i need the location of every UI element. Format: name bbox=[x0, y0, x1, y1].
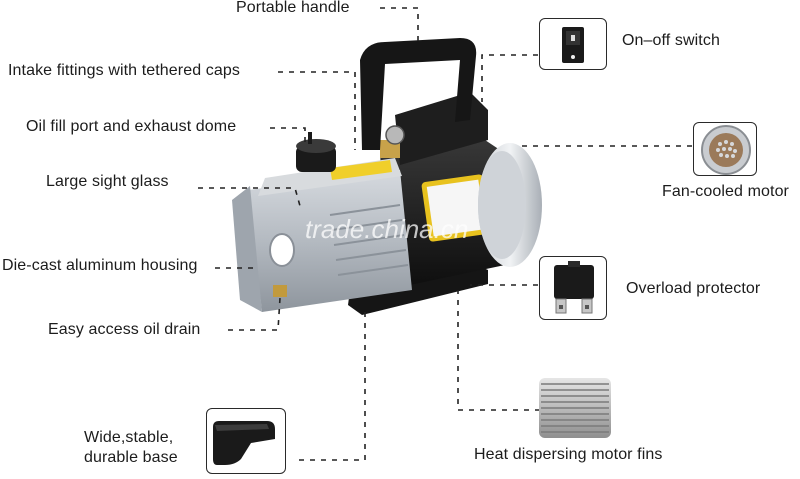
overload-thumbnail bbox=[539, 256, 607, 320]
rocker-switch-icon bbox=[562, 27, 584, 63]
label-housing: Die-cast aluminum housing bbox=[2, 257, 198, 274]
fan-grille-icon bbox=[701, 125, 751, 175]
label-oil-fill-port: Oil fill port and exhaust dome bbox=[26, 118, 237, 135]
label-overload: Overload protector bbox=[626, 280, 761, 297]
leader-oil-drain bbox=[228, 297, 281, 331]
label-base-line1: Wide,stable, bbox=[84, 429, 174, 446]
leader-fins bbox=[457, 290, 540, 411]
leader-sight-glass bbox=[198, 187, 301, 207]
overload-protector-icon bbox=[554, 261, 594, 314]
label-sight-glass: Large sight glass bbox=[46, 173, 169, 190]
motor-end-cap bbox=[478, 143, 542, 267]
fins-thumbnail bbox=[539, 378, 611, 438]
label-switch: On–off switch bbox=[622, 32, 720, 49]
motor-housing bbox=[380, 92, 505, 285]
label-intake-fittings: Intake fittings with tethered caps bbox=[8, 62, 240, 79]
fan-thumbnail bbox=[693, 122, 757, 176]
leader-base bbox=[294, 312, 366, 461]
leader-oil-fill-port bbox=[270, 127, 306, 142]
intake-fittings bbox=[380, 125, 405, 158]
oil-drain-fitting bbox=[273, 285, 287, 297]
base-thumbnail bbox=[206, 408, 286, 474]
label-fan-motor: Fan-cooled motor bbox=[662, 183, 789, 200]
switch-thumbnail bbox=[539, 18, 607, 70]
leader-portable-handle bbox=[380, 7, 419, 42]
leader-intake-fittings bbox=[278, 71, 356, 150]
label-portable-handle: Portable handle bbox=[236, 0, 350, 16]
rubber-base-icon bbox=[213, 421, 275, 465]
oil-fill-cap bbox=[296, 132, 336, 172]
watermark-text: trade.china.cn bbox=[305, 214, 468, 244]
label-fins: Heat dispersing motor fins bbox=[474, 446, 663, 463]
pump-body bbox=[232, 158, 412, 312]
label-oil-drain: Easy access oil drain bbox=[48, 321, 201, 338]
heat-fins-icon bbox=[539, 378, 611, 438]
label-base-line2: durable base bbox=[84, 449, 178, 466]
portable-handle bbox=[360, 38, 477, 150]
leader-switch bbox=[481, 54, 538, 102]
